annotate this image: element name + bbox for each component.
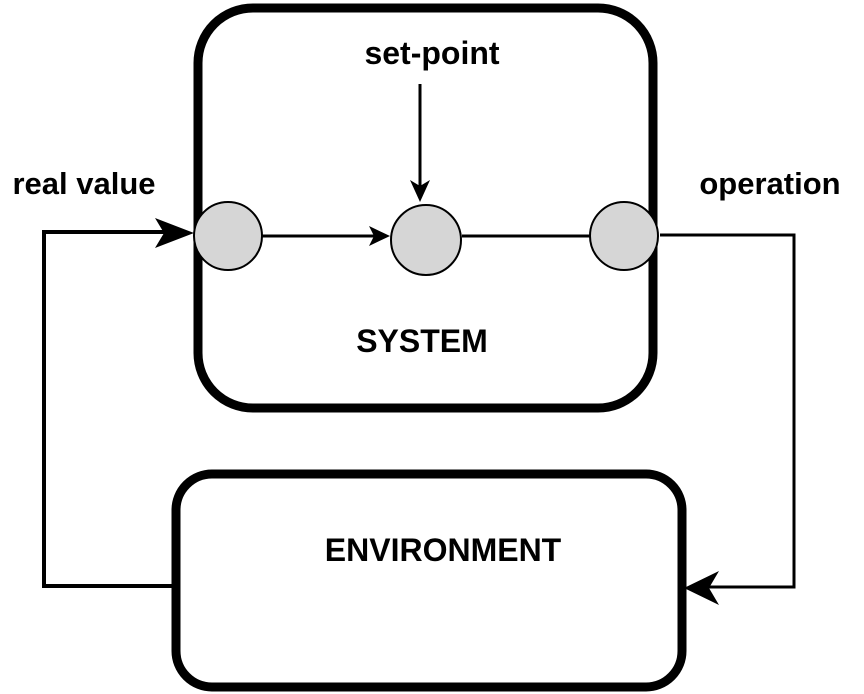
input-to-comparator-arrowhead [369, 226, 390, 246]
real-value-label: real value [12, 166, 155, 201]
comparator-node [390, 204, 462, 276]
operation-node [589, 201, 659, 271]
operation-line [660, 233, 796, 589]
real-value-node [193, 201, 263, 271]
environment-title: ENVIRONMENT [325, 532, 562, 568]
set-point-label: set-point [364, 35, 499, 71]
operation-arrowhead [684, 571, 719, 605]
environment-box [171, 469, 687, 692]
system-title: SYSTEM [356, 323, 488, 359]
operation-label: operation [699, 166, 840, 201]
feedback-arrowhead [155, 218, 194, 248]
set-point-arrowhead [410, 180, 430, 202]
feedback-line [42, 230, 172, 588]
